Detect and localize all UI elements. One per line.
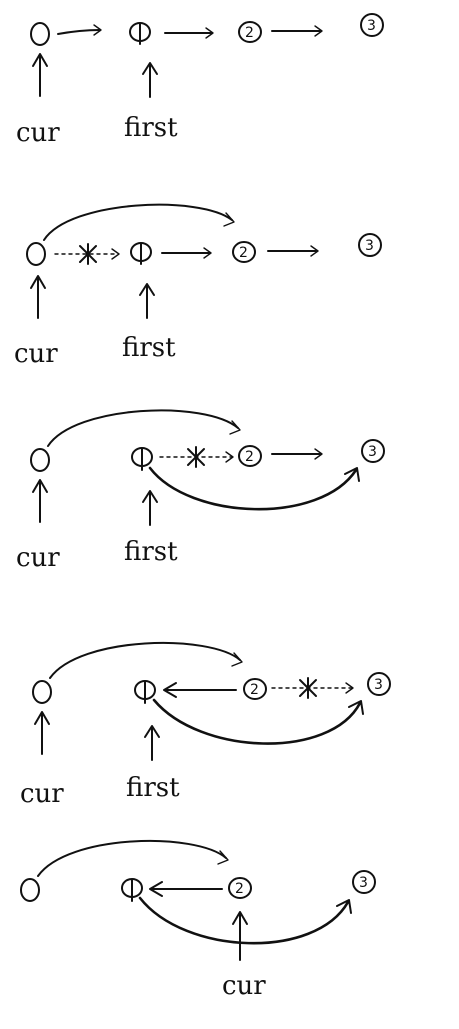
- svg-text:2: 2: [250, 682, 259, 698]
- cur-label: cur: [222, 971, 266, 1001]
- node-2: 2: [238, 21, 262, 43]
- svg-text:2: 2: [245, 449, 254, 465]
- node-0: [32, 680, 52, 704]
- step-3: 2 3 cur first: [16, 409, 385, 573]
- node-0: [20, 878, 40, 902]
- node-3: 3: [367, 672, 391, 696]
- curve-0-to-2: [43, 203, 233, 241]
- step-2: 2 3 cur first: [14, 203, 382, 369]
- curve-1-to-3: [148, 466, 358, 511]
- step-1: 2 3 cur first: [16, 13, 384, 148]
- svg-text:3: 3: [374, 677, 383, 693]
- curve-0-to-2: [49, 642, 241, 679]
- curve-1-to-3: [152, 698, 362, 745]
- curve-0-to-2: [37, 840, 227, 877]
- svg-text:3: 3: [368, 444, 377, 460]
- first-label: first: [124, 113, 178, 143]
- node-1: [129, 22, 151, 45]
- node-0: [26, 242, 46, 266]
- node-1: [121, 878, 143, 902]
- node-3: 3: [360, 13, 384, 37]
- cur-label: cur: [20, 779, 64, 809]
- svg-text:3: 3: [359, 875, 368, 891]
- node-3: 3: [358, 233, 382, 257]
- svg-text:2: 2: [239, 245, 248, 261]
- node-2: 2: [228, 877, 252, 899]
- svg-text:2: 2: [245, 25, 254, 41]
- node-3: 3: [352, 870, 376, 894]
- first-label: first: [124, 537, 178, 567]
- svg-text:3: 3: [367, 18, 376, 34]
- curve-1-to-3: [138, 896, 350, 945]
- node-0: [30, 448, 50, 472]
- node-2: 2: [232, 241, 256, 263]
- node-1: [134, 680, 156, 704]
- arrow-0-1: [57, 29, 101, 35]
- first-label: first: [122, 333, 176, 363]
- node-2: 2: [243, 678, 267, 700]
- step-5: 2 3 cur: [20, 840, 376, 1001]
- cur-label: cur: [16, 118, 60, 148]
- node-3: 3: [361, 439, 385, 463]
- svg-text:2: 2: [235, 881, 244, 897]
- node-2: 2: [238, 445, 262, 467]
- svg-text:3: 3: [365, 238, 374, 254]
- cur-label: cur: [16, 543, 60, 573]
- cur-label: cur: [14, 339, 58, 369]
- first-label: first: [126, 773, 180, 803]
- curve-0-to-2: [47, 409, 239, 447]
- step-4: 2 3 cur first: [20, 642, 391, 809]
- node-1: [131, 447, 153, 471]
- node-1: [130, 242, 152, 265]
- node-0: [30, 22, 50, 46]
